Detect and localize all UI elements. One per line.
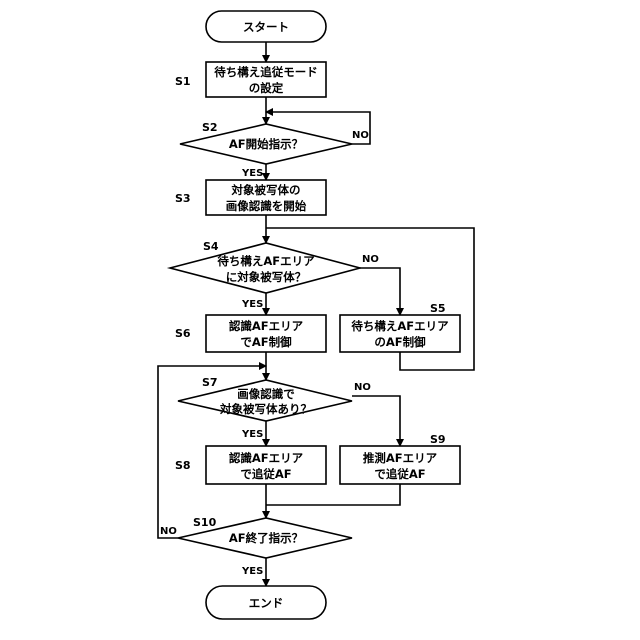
- process-s5-line2: のAF制御: [374, 335, 426, 349]
- step-id-s9: S9: [430, 433, 446, 446]
- decision-s7-line2: 対象被写体あり？: [219, 402, 312, 416]
- s2-yes-label: YES: [241, 168, 263, 179]
- s4-no-label: NO: [362, 254, 379, 265]
- flow-line-s9-merge: [266, 484, 400, 505]
- step-id-s2: S2: [202, 121, 218, 134]
- s4-yes-label: YES: [241, 299, 263, 310]
- decision-s10-line1: AF終了指示？: [229, 531, 303, 545]
- s2-no-label: NO: [352, 130, 369, 141]
- process-s1-line2: の設定: [249, 81, 284, 95]
- process-s1-line1: 待ち構え追従モード: [214, 65, 318, 79]
- process-s3-line2: 画像認識を開始: [226, 199, 307, 213]
- step-id-s3: S3: [175, 192, 191, 205]
- step-id-s4: S4: [203, 240, 219, 253]
- process-s8-line2: で追従AF: [240, 467, 291, 481]
- process-s9-line2: で追従AF: [374, 467, 425, 481]
- decision-s4-line2: に対象被写体？: [226, 270, 307, 284]
- flow-line-s4-s5-no: [360, 268, 400, 315]
- process-s5-line1: 待ち構えAFエリア: [351, 319, 449, 333]
- flow-line-s7-s9-no: [352, 396, 400, 446]
- step-id-s7: S7: [202, 376, 218, 389]
- decision-s7-line1: 画像認識で: [237, 387, 295, 401]
- process-s3-line1: 対象被写体の: [231, 183, 301, 197]
- step-id-s10: S10: [193, 516, 217, 529]
- process-s6-line2: でAF制御: [240, 335, 292, 349]
- s10-yes-label: YES: [241, 566, 263, 577]
- process-s8-line1: 認識AFエリア: [229, 451, 304, 465]
- decision-s4-line1: 待ち構えAFエリア: [217, 254, 315, 268]
- s10-no-label: NO: [160, 526, 177, 537]
- s7-no-label: NO: [354, 382, 371, 393]
- decision-s4: [170, 243, 360, 293]
- step-id-s5: S5: [430, 302, 446, 315]
- process-s9-line1: 推測AFエリア: [363, 451, 438, 465]
- step-id-s8: S8: [175, 459, 191, 472]
- s7-yes-label: YES: [241, 429, 263, 440]
- decision-s2-line1: AF開始指示？: [229, 137, 303, 151]
- process-s6-line1: 認識AFエリア: [229, 319, 304, 333]
- step-id-s6: S6: [175, 327, 191, 340]
- end-label: エンド: [249, 596, 284, 610]
- start-label: スタート: [243, 20, 289, 34]
- step-id-s1: S1: [175, 75, 191, 88]
